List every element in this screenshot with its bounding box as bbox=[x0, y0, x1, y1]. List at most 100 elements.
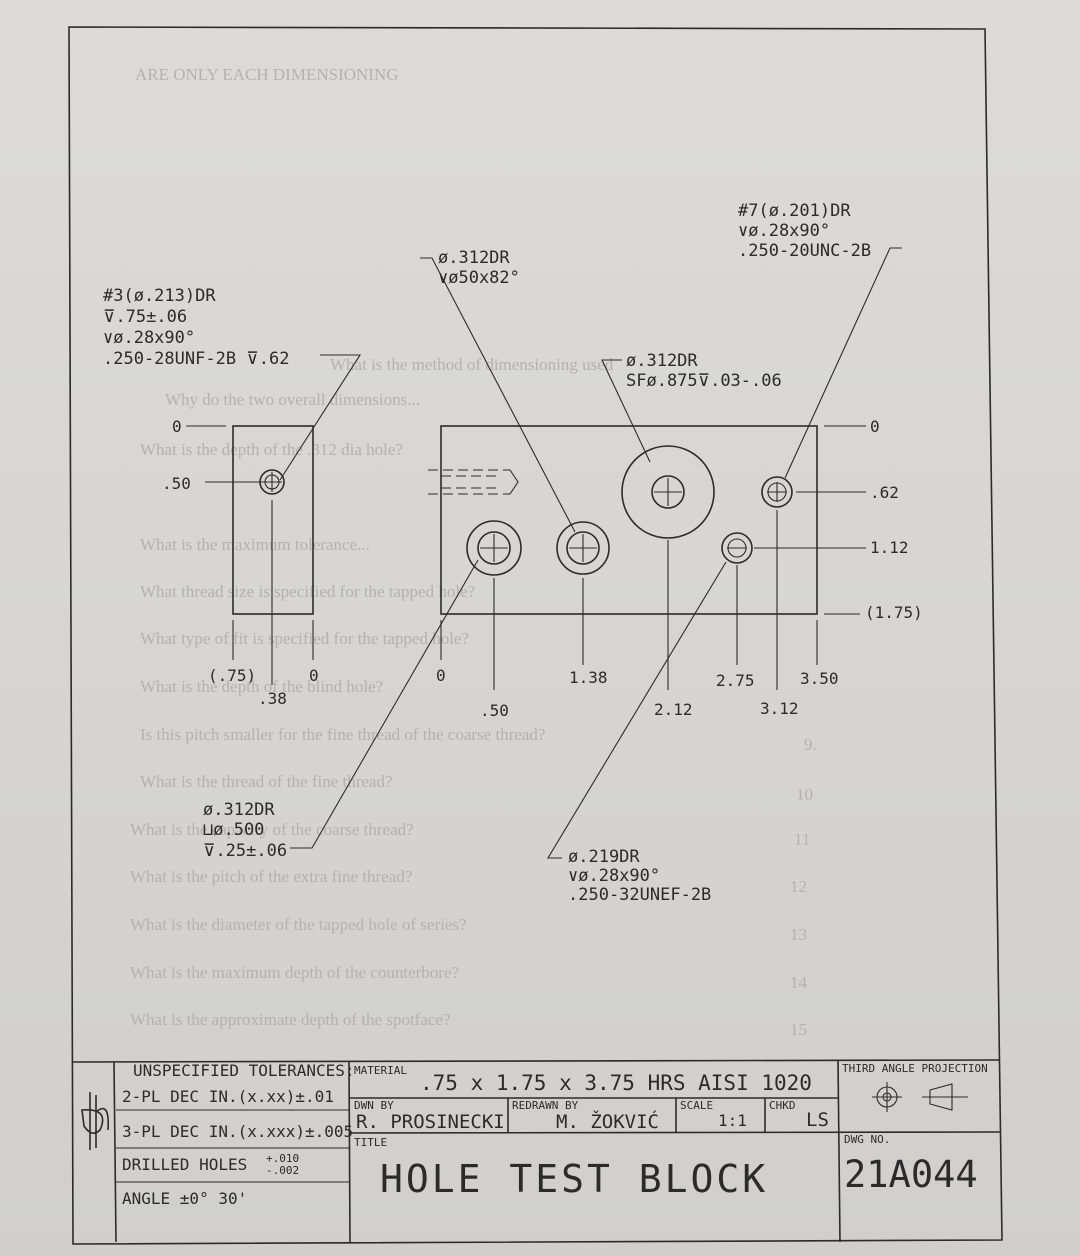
ghost-number: 13 bbox=[790, 925, 807, 944]
callout-text: #3(ø.213)DR bbox=[103, 286, 216, 306]
callout-text: .250-28UNF-2B ⊽.62 bbox=[103, 349, 289, 369]
ghost-line: What is the pitch of the extra fine thre… bbox=[130, 867, 412, 886]
dim-side-y0: 0 bbox=[172, 417, 182, 436]
redrawn-by-value: M. ŽOKVIĆ bbox=[556, 1109, 659, 1133]
dim-front-x275: 2.75 bbox=[716, 671, 755, 690]
tapped-hole-unc bbox=[761, 476, 793, 508]
projection-label: THIRD ANGLE PROJECTION bbox=[842, 1062, 988, 1075]
ghost-line: What is the maximum tolerance... bbox=[140, 535, 370, 554]
ghost-number: 9. bbox=[804, 735, 817, 754]
dwg-no-label: DWG NO. bbox=[844, 1133, 890, 1146]
tol-drilled-holes: DRILLED HOLES bbox=[122, 1155, 247, 1174]
callout-left-tap: #3(ø.213)DR ⊽.75±.06 ∨ø.28x90° .250-28UN… bbox=[103, 286, 289, 369]
callout-spotface: ø.312DR SFø.875⊽.03-.06 bbox=[626, 351, 782, 391]
callout-text: ∨ø.28x90° bbox=[568, 866, 660, 886]
spotface-hole-inner bbox=[651, 475, 685, 509]
dim-side-y50: .50 bbox=[162, 474, 191, 493]
tol-angle: ANGLE ±0° 30' bbox=[122, 1189, 247, 1208]
third-angle-projection-icon bbox=[872, 1082, 968, 1112]
tapped-hole-unef bbox=[721, 532, 753, 564]
ghost-line: Is this pitch smaller for the fine threa… bbox=[140, 725, 545, 744]
material-value: .75 x 1.75 x 3.75 HRS AISI 1020 bbox=[420, 1071, 812, 1095]
front-view-outline bbox=[440, 425, 818, 615]
tol-two-place: 2-PL DEC IN.(x.xx)±.01 bbox=[122, 1087, 334, 1106]
dim-front-y112: 1.12 bbox=[870, 538, 909, 557]
ghost-line: What is the depth of the .312 dia hole? bbox=[140, 440, 403, 459]
callout-text: ø.219DR bbox=[568, 847, 640, 867]
spotface-hole bbox=[621, 445, 715, 539]
checked-value: LS bbox=[806, 1109, 829, 1131]
ghost-line: What thread size is specified for the ta… bbox=[140, 582, 475, 601]
ghost-number: 12 bbox=[790, 877, 807, 896]
ghost-line: What is the method of dimensioning used bbox=[330, 355, 614, 374]
leader-lines bbox=[279, 247, 902, 859]
dim-front-x212: 2.12 bbox=[654, 700, 693, 719]
drawn-by-value: R. PROSINECKI bbox=[356, 1111, 505, 1133]
callout-top-right-tap: #7(ø.201)DR ∨ø.28x90° .250-20UNC-2B bbox=[738, 201, 871, 261]
counterbore-hole-inner bbox=[477, 531, 511, 565]
callout-text: SFø.875⊽.03-.06 bbox=[626, 371, 782, 391]
side-view: 0 .50 (.75) 0 .38 bbox=[162, 417, 319, 708]
ghost-number: 15 bbox=[790, 1020, 807, 1039]
ghost-line: What is the thread of the fine thread? bbox=[140, 772, 393, 791]
callout-text: ø.312DR bbox=[626, 351, 698, 371]
side-view-outline bbox=[232, 425, 314, 615]
callout-text: ø.312DR bbox=[438, 248, 510, 268]
tol-drilled-plus: +.010 bbox=[266, 1152, 299, 1165]
ghost-line: What is the maximum depth of the counter… bbox=[130, 963, 459, 982]
tol-three-place: 3-PL DEC IN.(x.xxx)±.005 bbox=[122, 1122, 353, 1141]
scale-label: SCALE bbox=[680, 1099, 713, 1112]
dim-front-y0: 0 bbox=[870, 417, 880, 436]
dim-side-38: .38 bbox=[258, 689, 287, 708]
callout-text: ∨ø.28x90° bbox=[738, 221, 830, 241]
ghost-line: What is the approximate depth of the spo… bbox=[130, 1010, 451, 1029]
dim-front-x50: .50 bbox=[480, 701, 509, 720]
callout-bottom-tap: ø.219DR ∨ø.28x90° .250-32UNEF-2B bbox=[568, 847, 711, 905]
ghost-line: ARE ONLY EACH DIMENSIONING bbox=[135, 65, 399, 84]
scale-value: 1:1 bbox=[718, 1111, 747, 1130]
callout-text: .250-32UNEF-2B bbox=[568, 885, 711, 905]
redrawn-by-label: REDRAWN BY bbox=[512, 1099, 579, 1112]
ghost-number: 11 bbox=[794, 830, 810, 849]
dim-side-075: (.75) bbox=[208, 666, 256, 685]
callout-text: ⊔ø.500 bbox=[203, 820, 264, 840]
title-block: ph UNSPECIFIED TOLERANCES: 2-PL DEC IN.(… bbox=[72, 1059, 1001, 1243]
material-label: MATERIAL bbox=[354, 1064, 407, 1077]
dim-front-x138: 1.38 bbox=[569, 668, 608, 687]
tol-drilled-minus: -.002 bbox=[266, 1164, 299, 1177]
dwg-no-value: 21A044 bbox=[844, 1153, 978, 1196]
callout-counterbore: ø.312DR ⊔ø.500 ⊽.25±.06 bbox=[203, 800, 287, 861]
company-logo: ph bbox=[81, 1092, 110, 1150]
ghost-line: What is the depth of the blind hole? bbox=[140, 677, 383, 696]
callout-text: #7(ø.201)DR bbox=[738, 201, 851, 221]
countersink-hole-inner bbox=[566, 531, 600, 565]
drawn-by-label: DWN BY bbox=[354, 1099, 394, 1112]
dim-front-x312: 3.12 bbox=[760, 699, 799, 718]
tolerances-heading: UNSPECIFIED TOLERANCES: bbox=[133, 1061, 355, 1080]
dim-front-y175: (1.75) bbox=[865, 603, 923, 622]
bleed-through-text: ARE ONLY EACH DIMENSIONING What is the m… bbox=[130, 65, 817, 1039]
callout-text: ⊽.75±.06 bbox=[103, 307, 187, 327]
ghost-number: 14 bbox=[790, 973, 808, 992]
ghost-number: 10 bbox=[796, 785, 813, 804]
callout-text: ø.312DR bbox=[203, 800, 275, 820]
callout-text: ∨ø50x82° bbox=[438, 268, 520, 288]
dim-side-x0: 0 bbox=[309, 666, 319, 685]
counterbore-hole bbox=[466, 520, 522, 576]
ghost-line: What is the diameter of the tapped hole … bbox=[130, 915, 467, 934]
callout-text: .250-20UNC-2B bbox=[738, 241, 871, 261]
front-view: 0 .62 1.12 (1.75) 0 .50 1.38 2.12 2.75 3… bbox=[428, 417, 923, 720]
callout-text: ⊽.25±.06 bbox=[203, 841, 287, 861]
checked-label: CHKD bbox=[769, 1099, 796, 1112]
title-label: TITLE bbox=[354, 1136, 387, 1149]
ghost-line: Why do the two overall dimensions... bbox=[165, 390, 420, 409]
countersink-hole bbox=[556, 521, 610, 575]
dim-front-y62: .62 bbox=[870, 483, 899, 502]
callout-countersink: ø.312DR ∨ø50x82° bbox=[438, 248, 520, 288]
drawing-title: HOLE TEST BLOCK bbox=[380, 1157, 768, 1201]
dim-front-x350: 3.50 bbox=[800, 669, 839, 688]
ghost-line: What is the capacity of the coarse threa… bbox=[130, 820, 414, 839]
dim-front-x0: 0 bbox=[436, 666, 446, 685]
